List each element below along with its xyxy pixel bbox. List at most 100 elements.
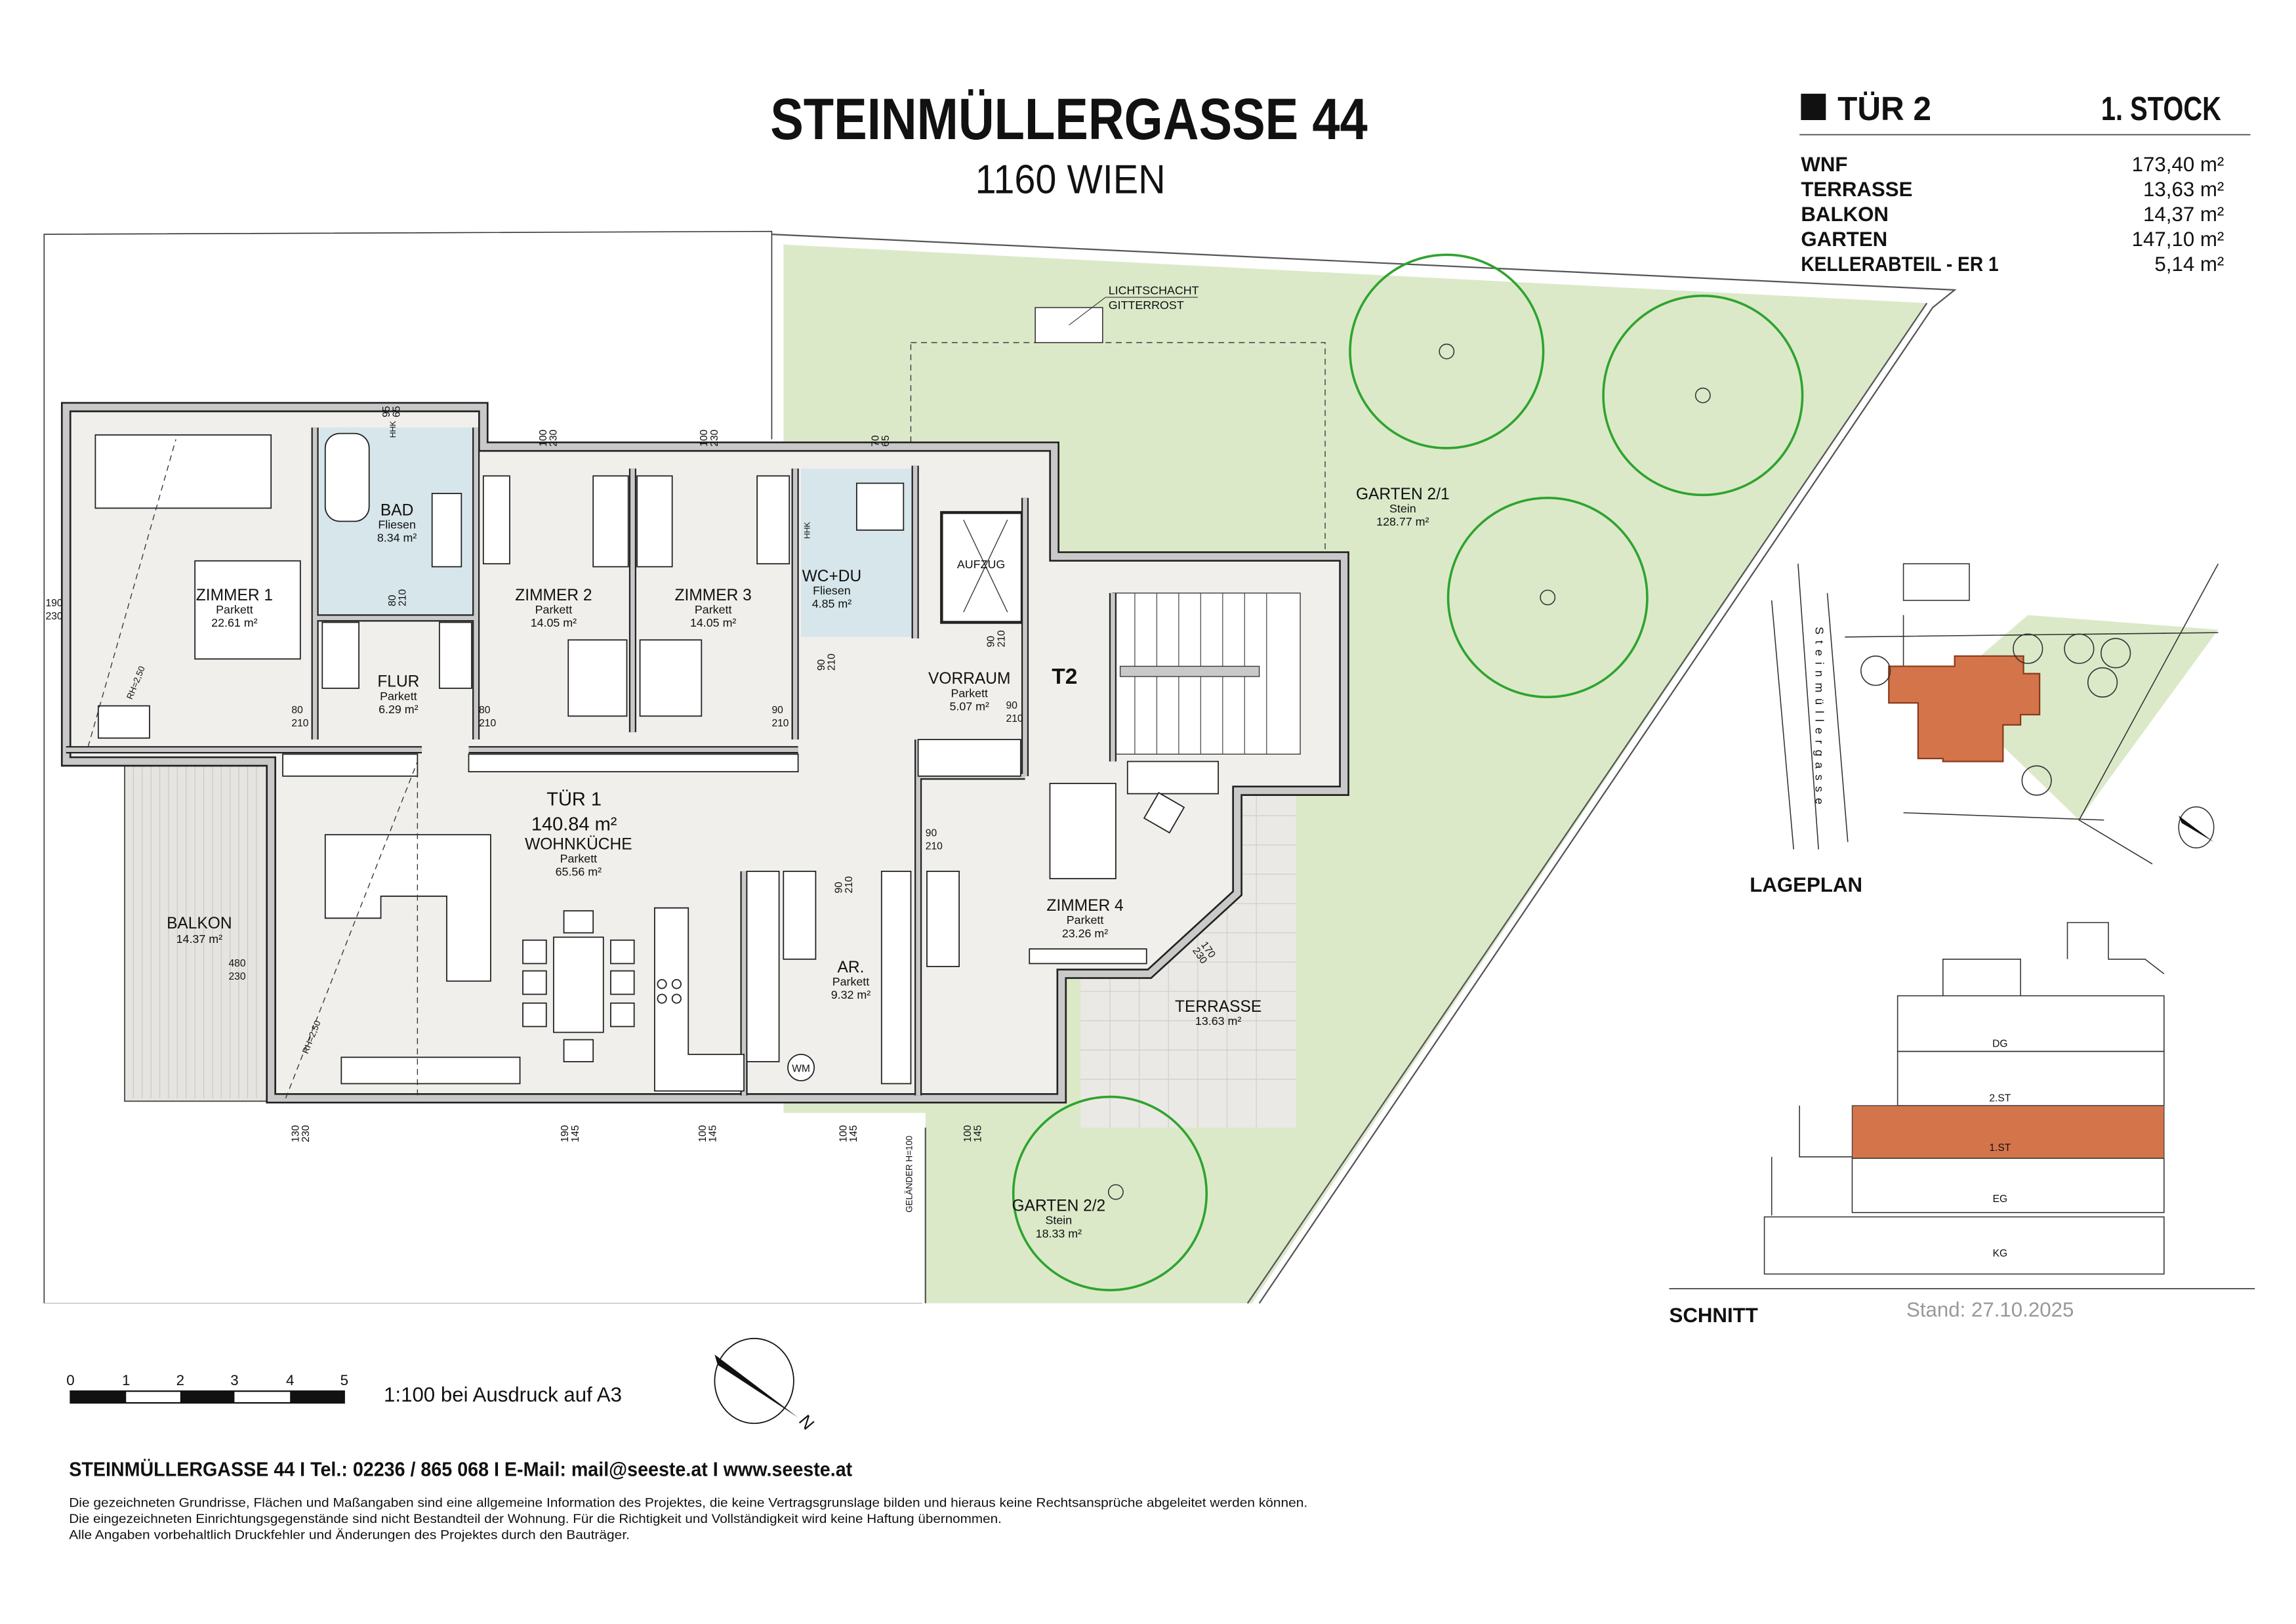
site-plan: Steinmüllergasse LAGEPLAN bbox=[1750, 563, 2219, 896]
section-drawing: DG 2.ST 1.ST EG KG SCHNITT Stand: 27.10.… bbox=[1669, 922, 2255, 1327]
svg-text:145: 145 bbox=[570, 1125, 581, 1142]
area-value: 5,14 m² bbox=[2154, 253, 2224, 276]
svg-text:145: 145 bbox=[708, 1125, 719, 1142]
svg-text:0: 0 bbox=[66, 1372, 74, 1388]
wm-label: WM bbox=[792, 1064, 810, 1075]
svg-text:190: 190 bbox=[45, 598, 62, 609]
sofa bbox=[324, 834, 491, 982]
svg-text:18.33 m²: 18.33 m² bbox=[1036, 1227, 1082, 1240]
svg-text:EG: EG bbox=[1993, 1194, 2008, 1205]
svg-text:480: 480 bbox=[228, 958, 245, 969]
disclaimer-line: Alle Angaben vorbehaltlich Druckfehler u… bbox=[69, 1529, 630, 1543]
svg-text:TÜR 1: TÜR 1 bbox=[546, 789, 602, 810]
svg-text:95: 95 bbox=[381, 406, 392, 417]
trees bbox=[1012, 253, 1804, 1291]
svg-text:145: 145 bbox=[848, 1125, 859, 1142]
garden-area bbox=[783, 244, 1927, 1304]
bed bbox=[194, 560, 301, 660]
svg-text:14.05 m²: 14.05 m² bbox=[690, 616, 736, 629]
svg-text:90: 90 bbox=[986, 636, 997, 648]
bathtub bbox=[324, 432, 370, 522]
svg-text:8.34 m²: 8.34 m² bbox=[377, 531, 417, 545]
svg-text:KG: KG bbox=[1993, 1248, 2008, 1259]
svg-text:N: N bbox=[795, 1411, 818, 1434]
svg-text:210: 210 bbox=[926, 841, 943, 852]
tv-board bbox=[340, 1056, 521, 1085]
svg-text:13.63 m²: 13.63 m² bbox=[1195, 1014, 1241, 1028]
svg-text:90: 90 bbox=[1006, 700, 1018, 711]
svg-text:ZIMMER 4: ZIMMER 4 bbox=[1046, 897, 1123, 915]
section-title: SCHNITT bbox=[1669, 1304, 1757, 1327]
svg-text:Parkett: Parkett bbox=[1067, 913, 1104, 927]
svg-text:230: 230 bbox=[548, 429, 559, 446]
svg-text:210: 210 bbox=[1006, 713, 1023, 724]
svg-text:FLUR: FLUR bbox=[377, 673, 419, 691]
disclaimer-line: Die gezeichneten Grundrisse, Flächen und… bbox=[69, 1496, 1307, 1510]
site-plan-title: LAGEPLAN bbox=[1750, 873, 1862, 896]
disclaimer-line: Die eingezeichneten Einrichtungsgegenstä… bbox=[69, 1512, 1002, 1526]
area-label: BALKON bbox=[1801, 203, 1889, 226]
tree-icon bbox=[1602, 295, 1804, 497]
svg-text:2: 2 bbox=[176, 1372, 184, 1388]
svg-text:GARTEN 2/2: GARTEN 2/2 bbox=[1012, 1197, 1106, 1215]
svg-text:WC+DU: WC+DU bbox=[802, 568, 862, 585]
washing-machine-icon bbox=[787, 1053, 815, 1081]
tree-icon bbox=[1446, 497, 1649, 699]
unit-floor: 1. STOCK bbox=[2101, 90, 2221, 127]
dining-table bbox=[553, 936, 604, 1033]
area-row: KELLERABTEIL - ER 1 5,14 m² bbox=[1801, 253, 2224, 276]
tree-icon bbox=[1012, 1095, 1208, 1291]
svg-text:100: 100 bbox=[697, 1125, 708, 1142]
svg-text:Parkett: Parkett bbox=[216, 603, 253, 616]
contact-line: STEINMÜLLERGASSE 44 I Tel.: 02236 / 865 … bbox=[69, 1459, 852, 1481]
svg-text:BALKON: BALKON bbox=[167, 915, 232, 932]
street-name: Steinmüllergasse bbox=[1813, 627, 1826, 810]
svg-text:128.77 m²: 128.77 m² bbox=[1376, 515, 1429, 528]
scale-bar: 0 1 2 3 4 5 1:100 bei Ausdruck auf A3 bbox=[66, 1372, 622, 1406]
svg-text:210: 210 bbox=[996, 630, 1007, 647]
area-value: 13,63 m² bbox=[2143, 178, 2224, 201]
plan-date: Stand: 27.10.2025 bbox=[1906, 1298, 2074, 1321]
svg-text:210: 210 bbox=[844, 876, 855, 893]
svg-text:190: 190 bbox=[560, 1125, 571, 1142]
svg-text:BAD: BAD bbox=[380, 502, 413, 520]
svg-text:5: 5 bbox=[340, 1372, 348, 1388]
svg-text:100: 100 bbox=[699, 429, 710, 446]
building-highlight bbox=[1888, 655, 2041, 762]
svg-text:6.29 m²: 6.29 m² bbox=[379, 703, 419, 716]
svg-text:14.37 m²: 14.37 m² bbox=[176, 932, 222, 946]
svg-text:80: 80 bbox=[387, 594, 398, 606]
light-well-label: GITTERROST bbox=[1109, 299, 1184, 312]
svg-text:Fliesen: Fliesen bbox=[378, 518, 416, 531]
svg-text:230: 230 bbox=[709, 429, 720, 446]
svg-text:230: 230 bbox=[45, 611, 62, 622]
svg-text:ZIMMER 1: ZIMMER 1 bbox=[196, 587, 273, 604]
area-label: KELLERABTEIL - ER 1 bbox=[1801, 253, 1998, 276]
unit-floor-highlight bbox=[1851, 1105, 2165, 1159]
bed bbox=[639, 639, 703, 717]
svg-text:22.61 m²: 22.61 m² bbox=[211, 616, 257, 629]
area-label: WNF bbox=[1801, 153, 1847, 176]
furniture: WM bbox=[94, 432, 1220, 1092]
svg-text:9.32 m²: 9.32 m² bbox=[831, 988, 871, 1001]
unit-marker-square bbox=[1801, 93, 1826, 121]
svg-text:90: 90 bbox=[816, 659, 827, 671]
scale-note: 1:100 bei Ausdruck auf A3 bbox=[384, 1383, 622, 1406]
